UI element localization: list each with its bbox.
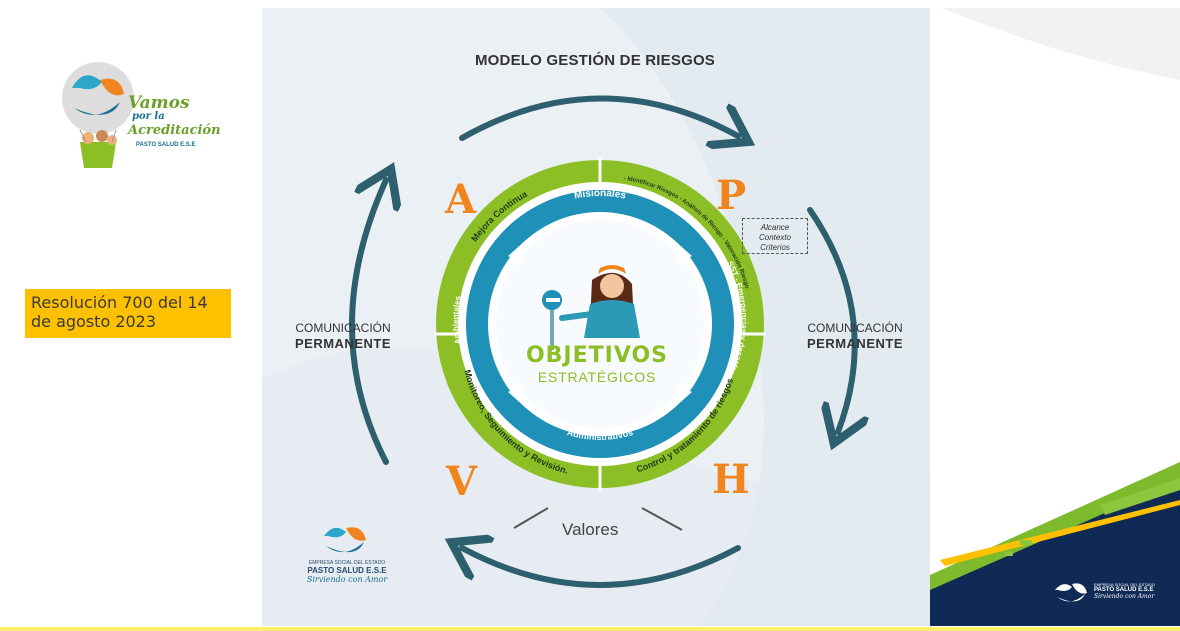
org-name-dark: PASTO SALUD E.S.E — [1094, 587, 1154, 593]
org-top-dark: EMPRESA SOCIAL DEL ESTADO — [1094, 582, 1155, 587]
arrow-right — [807, 207, 855, 432]
organization-logo-text: EMPRESA SOCIAL DEL ESTADO PASTO SALUD E.… — [296, 560, 398, 584]
inner-ring-bottom-label: Administrativos — [566, 427, 634, 442]
valores-tick-left — [513, 507, 549, 529]
valores-label: Valores — [562, 520, 619, 539]
inner-ring-top-label: Misionales — [573, 188, 627, 202]
org-tagline: Sirviendo con Amor — [306, 575, 388, 584]
phase-h: H — [712, 456, 750, 503]
organization-logo-icon-dark — [1055, 583, 1087, 602]
communication-right-line1: COMUNICACIÓN — [807, 321, 903, 335]
diagram-title: MODELO GESTIÓN DE RIESGOS — [474, 52, 716, 69]
character-illustration — [542, 265, 640, 350]
phase-p: P — [716, 172, 747, 219]
organization-logo-icon — [324, 527, 366, 553]
phase-a: A — [445, 176, 477, 223]
phase-v: V — [446, 458, 478, 505]
communication-left-line2: PERMANENTE — [294, 336, 391, 351]
org-top: EMPRESA SOCIAL DEL ESTADO — [308, 560, 386, 566]
inner-ring-left-label: Ambientales — [451, 294, 462, 344]
communication-right-line2: PERMANENTE — [806, 336, 903, 351]
arrow-top — [459, 95, 738, 138]
campaign-line-2: por la — [132, 111, 165, 122]
valores-tick-right — [641, 507, 683, 531]
resolution-note: Resolución 700 del 14 de agosto 2023 — [25, 289, 231, 338]
planning-item: Criterios — [760, 243, 790, 252]
arrow-left — [349, 180, 386, 465]
bottom-accent-line — [0, 627, 1180, 631]
campaign-logo-text: Vamos por la Acreditación PASTO SALUD E.… — [128, 93, 221, 152]
planning-item: Contexto — [758, 233, 792, 242]
campaign-line-1: Vamos — [128, 93, 190, 113]
corner-stripes-decoration — [930, 462, 1180, 626]
cycle-arrows — [349, 95, 855, 588]
campaign-line-3: Acreditación — [128, 123, 221, 138]
center-title: OBJETIVOS — [525, 343, 669, 368]
risk-management-cycle: Misionales Administrativos Ambientales S… — [349, 95, 930, 588]
campaign-logo — [62, 62, 134, 168]
organization-logo-text-dark: EMPRESA SOCIAL DEL ESTADO PASTO SALUD E.… — [1094, 582, 1164, 600]
center-subtitle: ESTRATÉGICOS — [537, 369, 657, 385]
org-tagline-dark: Sirviendo con Amor — [1094, 593, 1155, 600]
planning-scope-box: Alcance Contexto Criterios — [742, 218, 808, 254]
communication-left-line1: COMUNICACIÓN — [295, 321, 391, 335]
org-name: PASTO SALUD E.S.E — [307, 566, 387, 575]
communication-left: COMUNICACIÓN PERMANENTE — [273, 320, 413, 352]
communication-right: COMUNICACIÓN PERMANENTE — [785, 320, 925, 352]
campaign-org: PASTO SALUD E.S.E — [136, 142, 196, 148]
arrow-bottom — [462, 548, 741, 588]
planning-item: Alcance — [760, 223, 790, 232]
